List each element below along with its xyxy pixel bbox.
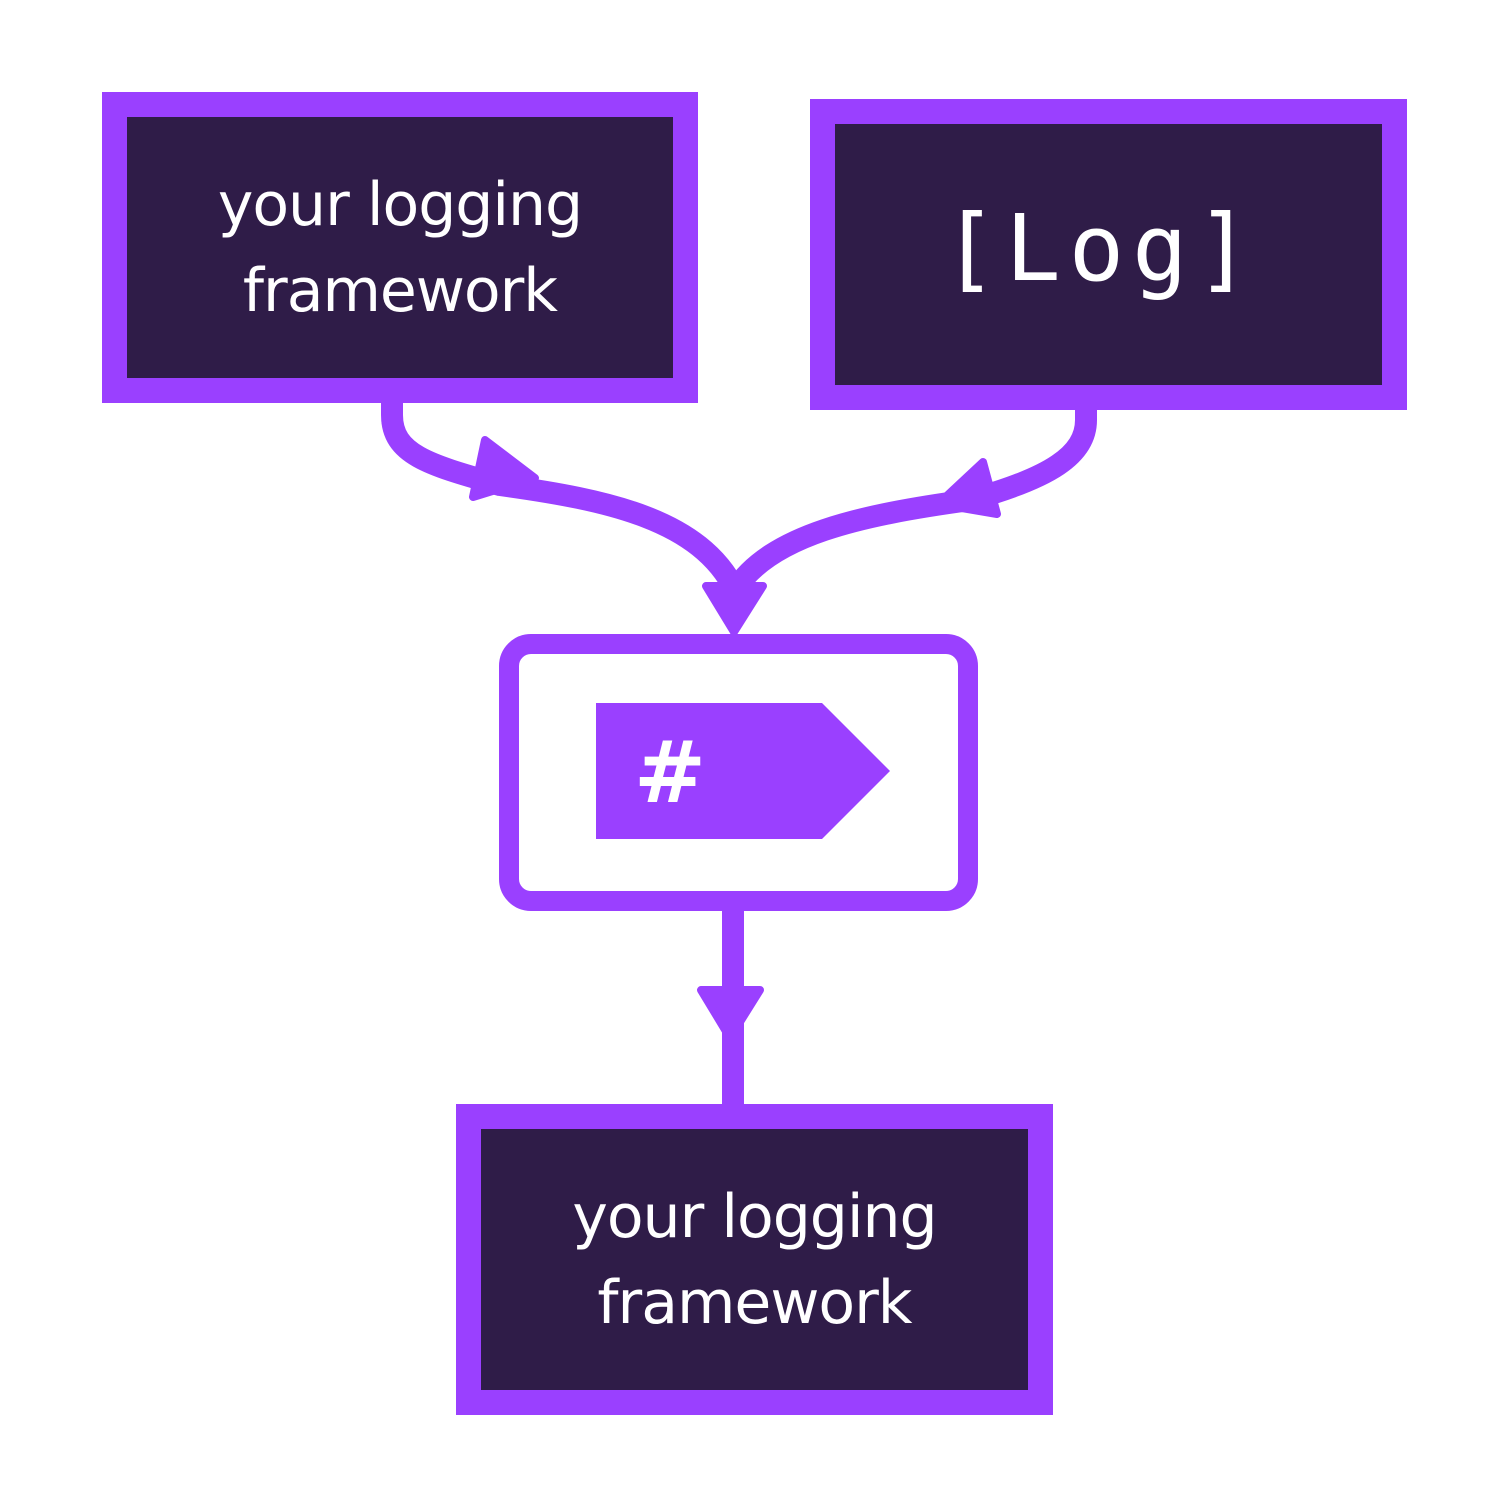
connector-left-to-middle bbox=[381, 392, 746, 601]
connector-right-to-middle bbox=[724, 399, 1097, 601]
target-framework-line2: framework bbox=[597, 1267, 912, 1338]
arrowhead-bottom-icon bbox=[697, 986, 764, 1042]
arrowhead-middle-icon bbox=[702, 582, 767, 636]
target-framework-line1: your logging bbox=[572, 1181, 937, 1252]
arrowhead-right-icon bbox=[934, 458, 1001, 518]
target-framework-node: your logging framework bbox=[456, 1104, 1053, 1415]
hash-symbol-icon: # bbox=[633, 723, 707, 823]
source-framework-line2: framework bbox=[242, 255, 558, 326]
arrowhead-left-icon bbox=[469, 436, 539, 501]
target-framework-label: your logging framework bbox=[572, 1174, 937, 1346]
source-log-label: [Log] bbox=[942, 195, 1259, 302]
source-log-node: [Log] bbox=[810, 99, 1407, 410]
source-framework-line1: your logging bbox=[217, 169, 583, 240]
source-framework-node: your logging framework bbox=[102, 92, 698, 403]
source-framework-label: your logging framework bbox=[217, 162, 583, 334]
tag-icon bbox=[596, 703, 890, 839]
